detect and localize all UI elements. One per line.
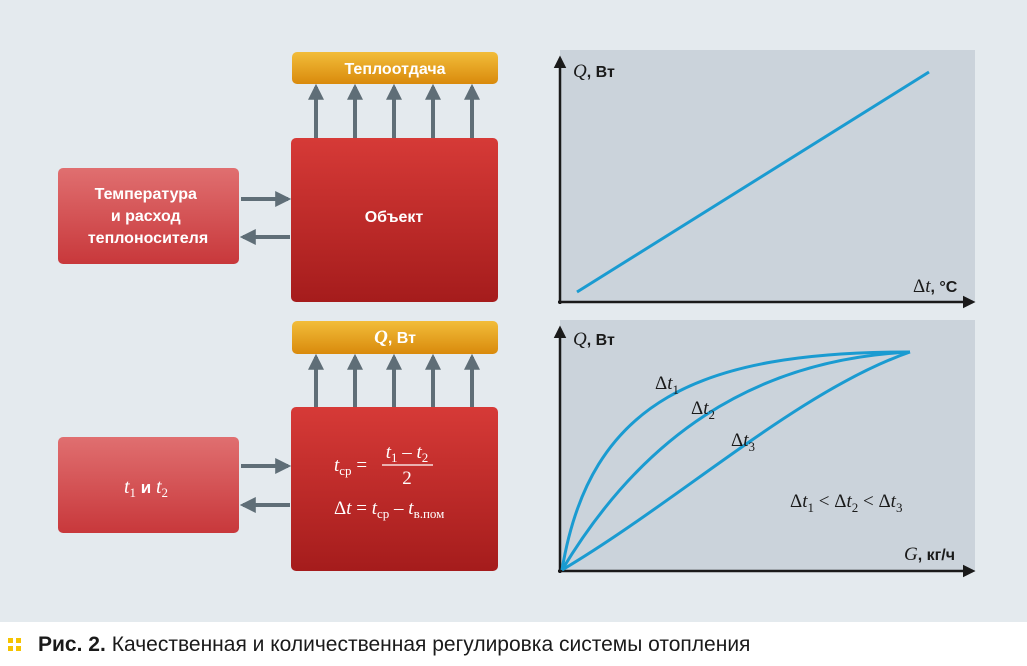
flow-curve-dt3 [561,350,911,572]
bullet-dots-icon [8,638,24,654]
curve-label-dt2: Δt2 [691,398,715,422]
heat-output-arrows [308,83,480,138]
formula-temp-difference: Δt = tср – tв.пом [334,498,444,521]
figure-diagram: Теплоотдача Объект Температура и расход … [58,50,976,578]
flow-curve-dt1 [560,350,911,571]
object-block [291,138,498,302]
formula-mean-temp-lhs: tср = [334,455,367,478]
figure-number: Рис. 2. [38,633,106,656]
formula-mean-temp-denominator: 2 [402,468,412,489]
heat-flow-label: Q, Вт [374,327,416,348]
temperatures-input-label: t1 и t2 [124,476,168,500]
top-block-diagram: Теплоотдача Объект Температура и расход … [58,52,498,302]
figure-caption: Рис. 2. Качественная и количественная ре… [8,630,750,660]
heat-transfer-line [576,70,930,294]
formula-block [291,407,498,571]
formula-mean-temp-numerator: t1 – t2 [386,442,429,465]
curve-label-dt3: Δt3 [731,430,755,454]
flow-curve-dt2 [560,350,911,571]
chart-y-axis-label: Q, Вт [573,329,615,350]
coolant-input-line: теплоносителя [88,230,208,247]
chart-x-axis-label: G, кг/ч [904,544,955,565]
temp-difference-inequality: Δt1 < Δt2 < Δt3 [790,491,902,515]
temperatures-input-block [58,437,239,533]
chart-heat-vs-flow-rate: Q, Вт G, кг/ч Δt1 Δt2 Δt3 Δt1 < Δt2 < Δt… [553,320,976,578]
chart-x-axis-label: Δt, °C [913,276,958,297]
chart-y-axis-label: Q, Вт [573,61,615,82]
chart-heat-vs-temp-difference: Q, Вт Δt, °C [553,50,976,309]
heat-output-bar [292,52,498,84]
coolant-input-label: Температура и расход теплоносителя [88,186,208,247]
coolant-input-line: и расход [111,208,181,225]
chart-plot-area [560,320,975,572]
coolant-input-block [58,168,239,264]
heat-output-label: Теплоотдача [344,61,445,78]
heat-flow-arrows [308,353,480,407]
heat-flow-bar [292,321,498,354]
figure-title: Качественная и количественная регулировк… [111,633,751,656]
curve-label-dt1: Δt1 [655,373,679,397]
coolant-input-line: Температура [95,186,197,203]
object-label: Объект [365,209,424,226]
bottom-block-diagram: Q, Вт tср = t1 – t2 2 Δt = tср – tв.пом … [58,321,498,571]
